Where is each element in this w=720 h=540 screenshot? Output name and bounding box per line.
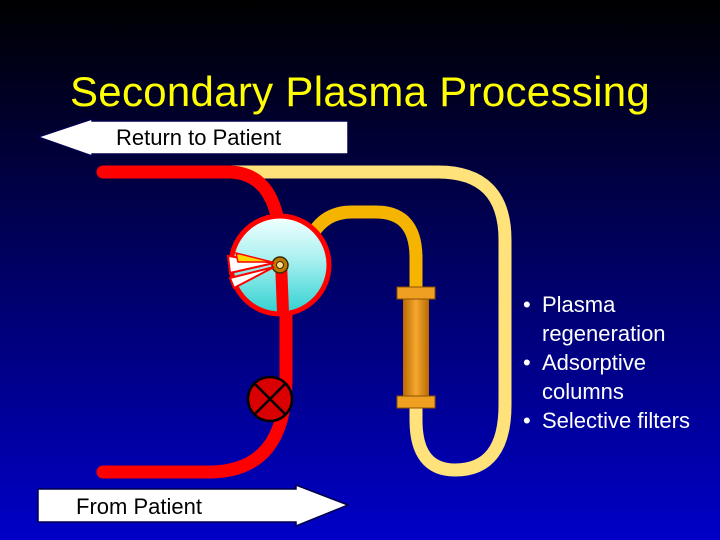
plasma-line-to-column xyxy=(305,205,423,297)
clamp-valve-x-icon xyxy=(246,375,294,423)
bullet-plasma-regeneration: Plasma regeneration xyxy=(520,290,720,348)
bullet-selective-filters: Selective filters xyxy=(520,406,720,435)
pump-rotor-icon xyxy=(226,251,275,290)
plasma-return-line xyxy=(225,165,512,477)
return-to-patient-arrow xyxy=(35,117,349,158)
gear-icon xyxy=(271,256,289,274)
from-patient-arrow xyxy=(37,483,351,528)
processing-methods-list: Plasma regeneration Adsorptive columns S… xyxy=(520,290,720,435)
from-patient-label: From Patient xyxy=(76,494,202,519)
adsorption-column xyxy=(396,286,436,409)
return-to-patient-label: Return to Patient xyxy=(116,125,282,150)
slide-title: Secondary Plasma Processing xyxy=(69,68,651,115)
bullet-adsorptive-columns: Adsorptive columns xyxy=(520,348,720,406)
